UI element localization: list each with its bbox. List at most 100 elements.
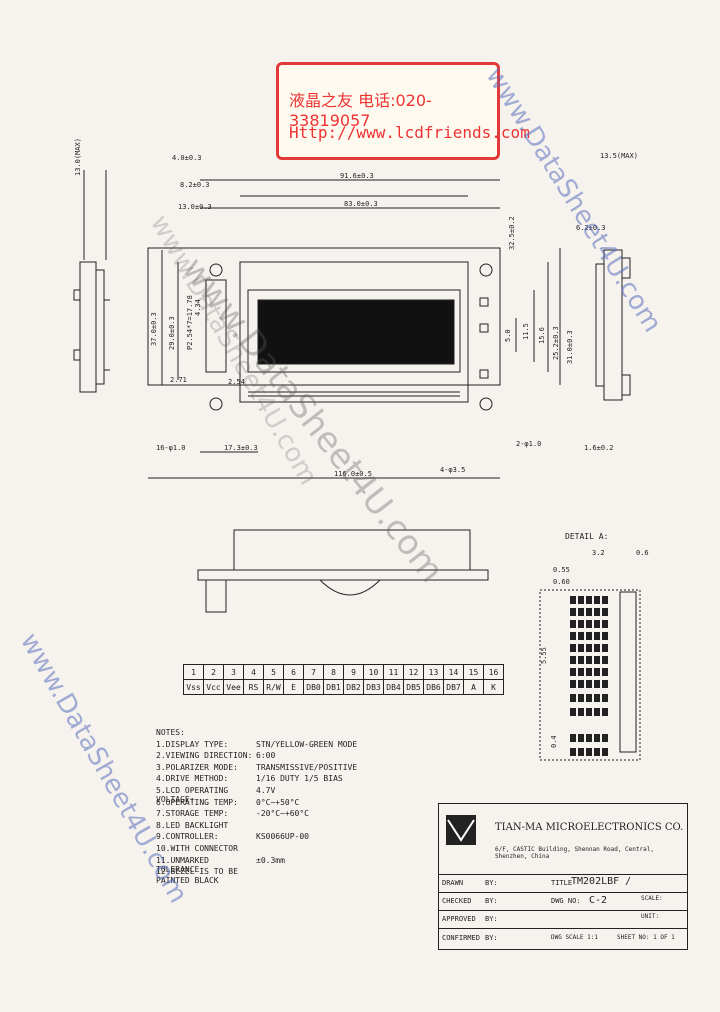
dim-label: 32.5±0.2 — [508, 216, 516, 250]
dim-label: 11.5 — [522, 323, 530, 340]
pin-name: A — [463, 679, 484, 695]
pin-name: DB0 — [303, 679, 324, 695]
scale-label: SCALE: — [641, 895, 663, 902]
pin-name: DB1 — [323, 679, 344, 695]
dim-label: 5.55 — [540, 647, 548, 664]
by-label: BY: — [485, 934, 498, 942]
pin-number: 13 — [423, 664, 444, 680]
approved-label: APPROVED — [442, 915, 476, 923]
pin-number: 15 — [463, 664, 484, 680]
note-item: 6.OPERATING TEMP: 0°C~+50°C — [156, 798, 357, 810]
note-key: 8.LED BACKLIGHT — [156, 820, 229, 830]
note-value: 4.7V — [256, 785, 276, 795]
sheet-number: SHEET NO: 1 OF 1 — [617, 934, 675, 941]
pin-name: Vee — [223, 679, 244, 695]
dim-label: 3.2 — [592, 549, 605, 557]
pin-number: 8 — [323, 664, 344, 680]
note-key: 7.STORAGE TEMP: — [156, 809, 229, 819]
notes-title: NOTES: — [156, 728, 185, 737]
note-key: 9.CONTROLLER: — [156, 832, 219, 842]
title-block: TIAN-MA MICROELECTRONICS CO. 6/F, CASTIC… — [438, 803, 688, 950]
dim-label: 91.6±0.3 — [340, 172, 374, 180]
pin-number: 3 — [223, 664, 244, 680]
active-area — [257, 299, 455, 365]
bezel-outline — [239, 261, 469, 403]
note-value: 0°C~+50°C — [256, 797, 300, 807]
pin-number: 1 — [183, 664, 204, 680]
confirmed-label: CONFIRMED — [442, 934, 480, 942]
pin-name: Vcc — [203, 679, 224, 695]
note-key: 11.UNMARKED TOLERANCE: — [156, 855, 209, 874]
pin-name: RS — [243, 679, 264, 695]
dim-label: 31.0±0.3 — [566, 330, 574, 364]
note-item: 4.DRIVE METHOD:1/16 DUTY 1/5 BIAS — [156, 774, 357, 786]
note-value: ±0.3mm — [256, 855, 285, 865]
note-item: 7.STORAGE TEMP:-20°C~+60°C — [156, 809, 357, 821]
note-item: 1.DISPLAY TYPE:STN/YELLOW-GREEN MODE — [156, 740, 357, 752]
note-key: 6.OPERATING TEMP: — [156, 797, 238, 807]
pin-name: DB3 — [363, 679, 384, 695]
dim-label: 1.6±0.2 — [584, 444, 614, 452]
note-item: 2.VIEWING DIRECTION:6:00 — [156, 751, 357, 763]
pin-name: DB2 — [343, 679, 364, 695]
note-value: 1/16 DUTY 1/5 BIAS — [256, 774, 343, 784]
note-item: 5.LCD OPERATING VOLTAGE:4.7V — [156, 785, 357, 804]
dim-label: 13.5(MAX) — [600, 152, 638, 160]
dim-label: 25.2±0.3 — [552, 326, 560, 360]
checked-label: CHECKED — [442, 897, 472, 905]
pin-table: 1 2 3 4 5 6 7 8 9 10 11 12 13 14 15 16 V… — [183, 664, 504, 695]
dim-label: 0.55 — [553, 566, 570, 574]
by-label: BY: — [485, 879, 498, 887]
dim-label: 83.0±0.3 — [344, 200, 378, 208]
pcb-outline — [147, 247, 501, 386]
note-item: 9.CONTROLLER: KS0066UP-00 — [156, 832, 357, 844]
pin-name: Vss — [183, 679, 204, 695]
detail-title: DETAIL A: — [565, 532, 609, 541]
pin-name: DB7 — [443, 679, 464, 695]
dwg-label: DWG NO: — [551, 897, 581, 905]
dim-label: 6.2±0.3 — [576, 224, 606, 232]
dim-label: 8.2±0.3 — [180, 181, 210, 189]
contact-phone: 液晶之友 电话:020-33819057 — [289, 91, 432, 130]
dim-label: 5.0 — [504, 329, 512, 342]
drawn-label: DRAWN — [442, 879, 464, 887]
dim-label: 0.4 — [550, 735, 558, 748]
pin-name-row: Vss Vcc Vee RS R/W E DB0 DB1 DB2 DB3 DB4… — [183, 679, 504, 695]
pin-number: 9 — [343, 664, 364, 680]
dim-label: 4-φ3.5 — [440, 466, 466, 474]
dwg-number: C-2 — [589, 895, 608, 906]
pin-number: 2 — [203, 664, 224, 680]
pin-name: DB5 — [403, 679, 424, 695]
viewing-area — [247, 289, 461, 373]
dim-label: 29.0±0.3 — [168, 316, 176, 350]
dim-label: 0.60 — [553, 578, 570, 586]
note-item: 3.POLARIZER MODE: TRANSMISSIVE/POSITIVE — [156, 763, 357, 775]
pin-number: 14 — [443, 664, 464, 680]
pin-number: 10 — [363, 664, 384, 680]
note-value: STN/YELLOW-GREEN MODE — [256, 739, 358, 749]
company-name: TIAN-MA MICROELECTRONICS CO. — [495, 822, 684, 833]
pin-number: 16 — [483, 664, 504, 680]
by-label: BY: — [485, 897, 498, 905]
pin-name: E — [283, 679, 304, 695]
pin-number: 7 — [303, 664, 324, 680]
dim-label: 4.0±0.3 — [172, 154, 202, 162]
contact-url: Http://www.lcdfriends.com — [289, 123, 530, 142]
note-key: 12.BEZEL IS TO BE PAINTED BLACK — [156, 867, 238, 886]
pin-number: 5 — [263, 664, 284, 680]
note-value: TRANSMISSIVE/POSITIVE — [256, 762, 358, 772]
pin-name: K — [483, 679, 504, 695]
note-item: 11.UNMARKED TOLERANCE: ±0.3mm — [156, 855, 357, 874]
dim-label: 15.6 — [538, 327, 546, 344]
note-item: 12.BEZEL IS TO BE PAINTED BLACK — [156, 867, 357, 886]
detail-a-frame — [539, 589, 641, 761]
dim-label: 2-φ1.0 — [516, 440, 542, 448]
note-key: 3.POLARIZER MODE: — [156, 762, 238, 772]
company-address: 6/F, CASTIC Building, Shennan Road, Cent… — [495, 846, 654, 860]
note-value: KS0066UP-00 — [256, 832, 309, 842]
dim-label: 13.0±0.3 — [178, 203, 212, 211]
dim-label: 17.3±0.3 — [224, 444, 258, 452]
pin-name: DB4 — [383, 679, 404, 695]
pin-number: 4 — [243, 664, 264, 680]
